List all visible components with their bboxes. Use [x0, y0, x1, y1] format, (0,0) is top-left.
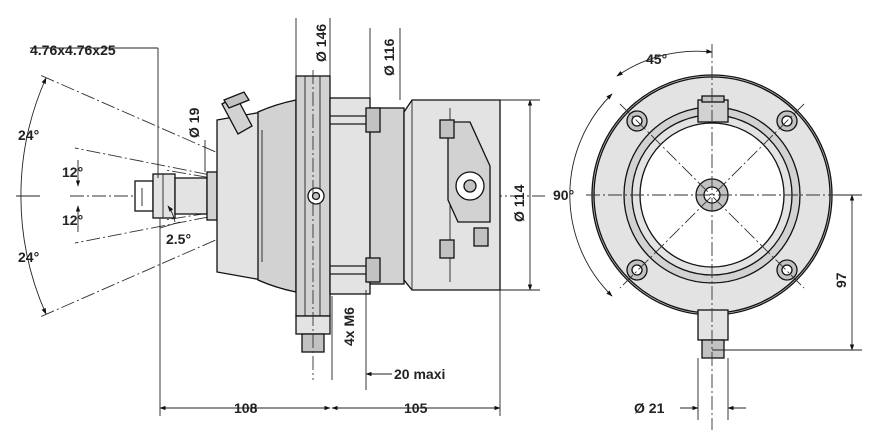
label-dia-116: Ø 116: [381, 38, 397, 76]
label-dia-114: Ø 114: [511, 184, 527, 222]
label-angle-12-bottom: 12°: [62, 212, 83, 228]
label-angle-24-top: 24°: [18, 127, 39, 143]
label-angle-2-5: 2.5°: [166, 231, 191, 247]
bell-flare: [257, 99, 297, 293]
shaft-end: [134, 180, 154, 212]
top-nipple: [697, 99, 729, 123]
body-ring: [369, 107, 405, 285]
label-shaft-key: 4.76x4.76x25: [30, 42, 116, 58]
mounting-screws: [330, 107, 381, 283]
arc-2-5-degrees: [167, 205, 176, 223]
arc-90-degrees: [569, 93, 613, 297]
bell-housing: [216, 111, 263, 281]
label-angle-90: 90°: [553, 187, 574, 203]
arc-45-degrees: [616, 49, 713, 77]
label-screws: 4x M6: [341, 307, 357, 346]
shaft-collar: [206, 171, 218, 221]
front-view: [569, 44, 862, 430]
shaft-coupling: [174, 177, 208, 215]
label-dia-146: Ø 146: [313, 24, 329, 62]
side-view: [16, 18, 545, 416]
label-angle-45: 45°: [646, 51, 667, 67]
label-height-97: 97: [833, 272, 849, 288]
label-dia-19: Ø 19: [186, 107, 202, 138]
label-len-105: 105: [404, 400, 428, 416]
front-bottom-collar: [697, 309, 729, 341]
label-max-20: 20 maxi: [394, 366, 445, 382]
label-dia-21: Ø 21: [634, 400, 665, 416]
main-body: [329, 97, 371, 295]
label-angle-12-top: 12°: [62, 164, 83, 180]
label-len-108: 108: [234, 400, 258, 416]
front-bottom-shaft: [701, 339, 725, 359]
label-angle-24-bottom: 24°: [18, 249, 39, 265]
